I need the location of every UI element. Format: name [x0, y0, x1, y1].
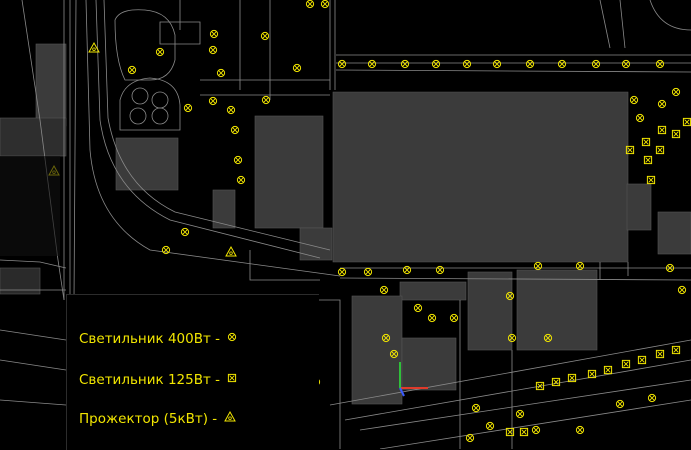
legend-label: Прожектор (5кВт) -: [79, 411, 218, 427]
building-strip: [399, 281, 467, 301]
building-north-west: [35, 43, 67, 127]
legend-item-lamp-125w: Светильник 125Вт -: [79, 372, 238, 388]
map-legend: Светильник 400Вт - Светильник 125Вт - Пр…: [66, 294, 319, 450]
lamp-125w-icon: [226, 372, 238, 388]
legend-item-floodlight: Прожектор (5кВт) -: [79, 411, 237, 427]
building-south-center: [401, 337, 457, 391]
legend-label: Светильник 400Вт -: [79, 331, 221, 347]
building-small: [212, 189, 236, 229]
building-south-1: [467, 271, 513, 351]
building-west: [254, 115, 324, 229]
legend-label: Светильник 125Вт -: [79, 372, 221, 388]
building-annex: [299, 227, 333, 261]
axis-gizmo: [399, 362, 428, 397]
floodlight-icon: [223, 411, 237, 427]
buildings-layer: [0, 43, 691, 405]
building-yard: [0, 117, 67, 157]
building-east-2: [657, 211, 691, 255]
legend-item-lamp-400w: Светильник 400Вт -: [79, 331, 238, 347]
building-east: [626, 183, 652, 231]
building-south-2: [516, 269, 598, 351]
building-tank-area: [115, 137, 179, 191]
main-building: [332, 91, 629, 263]
lamp-400w-icon: [226, 331, 238, 347]
